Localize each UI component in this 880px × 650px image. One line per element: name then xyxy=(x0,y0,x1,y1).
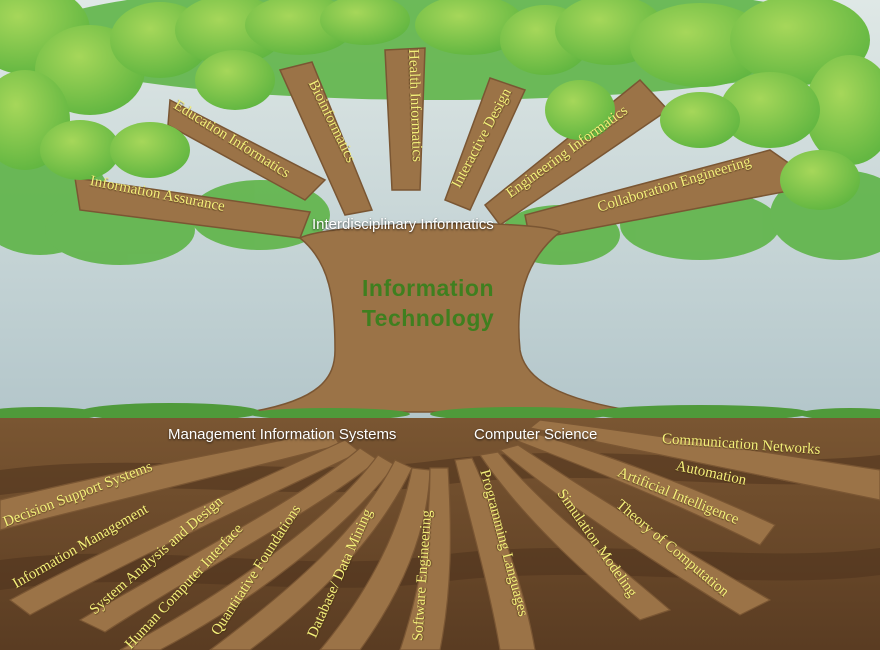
trunk xyxy=(249,222,641,413)
root-group-mis: Management Information Systems xyxy=(168,426,397,443)
trunk-title-line-2: Technology xyxy=(361,305,495,331)
canopy-front xyxy=(0,0,880,210)
branches xyxy=(74,47,822,241)
canopy-label: Interdisciplinary Informatics xyxy=(312,216,494,233)
grass xyxy=(0,403,880,421)
trunk-title: Information Technology xyxy=(300,273,556,333)
root-group-cs: Computer Science xyxy=(474,426,598,443)
roots xyxy=(0,419,880,650)
trunk-title-line-1: Information xyxy=(362,275,494,301)
